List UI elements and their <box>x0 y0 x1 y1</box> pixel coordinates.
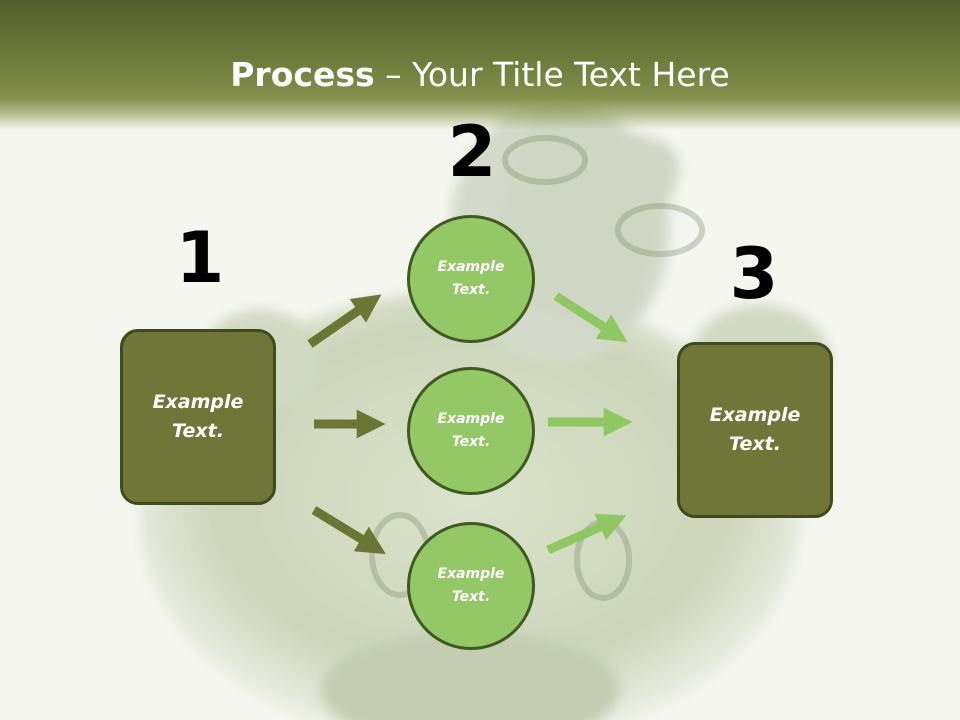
title-rest: Your Title Text Here <box>412 55 730 94</box>
arrow-box1-to-circle-top <box>307 294 382 348</box>
circle-top-line-1: Example <box>437 259 505 275</box>
title-separator: – <box>374 55 413 94</box>
step-number-3: 3 <box>729 233 779 315</box>
step-number-1: 1 <box>175 217 225 299</box>
step-number-2: 2 <box>447 111 497 193</box>
step-3-box-line-2: Text. <box>729 433 781 455</box>
arrow-box1-to-circle-bottom <box>311 506 386 555</box>
circle-bottom-line-1: Example <box>437 566 505 582</box>
arrow-circle-top-to-box3 <box>553 292 628 343</box>
circle-bottom-line-2: Text. <box>451 589 491 605</box>
arrow-circle-bottom-to-box3 <box>546 513 627 555</box>
title-bold-part: Process <box>230 55 375 94</box>
slide-title: Process – Your Title Text Here <box>0 52 960 98</box>
circle-middle-line-1: Example <box>437 411 505 427</box>
step-3-box-line-1: Example <box>709 404 801 426</box>
title-banner <box>0 0 960 130</box>
step-1-box-line-1: Example <box>152 391 244 413</box>
circle-middle-line-2: Text. <box>451 434 491 450</box>
step-1-box-line-2: Text. <box>172 420 224 442</box>
circle-top-line-2: Text. <box>451 282 491 298</box>
